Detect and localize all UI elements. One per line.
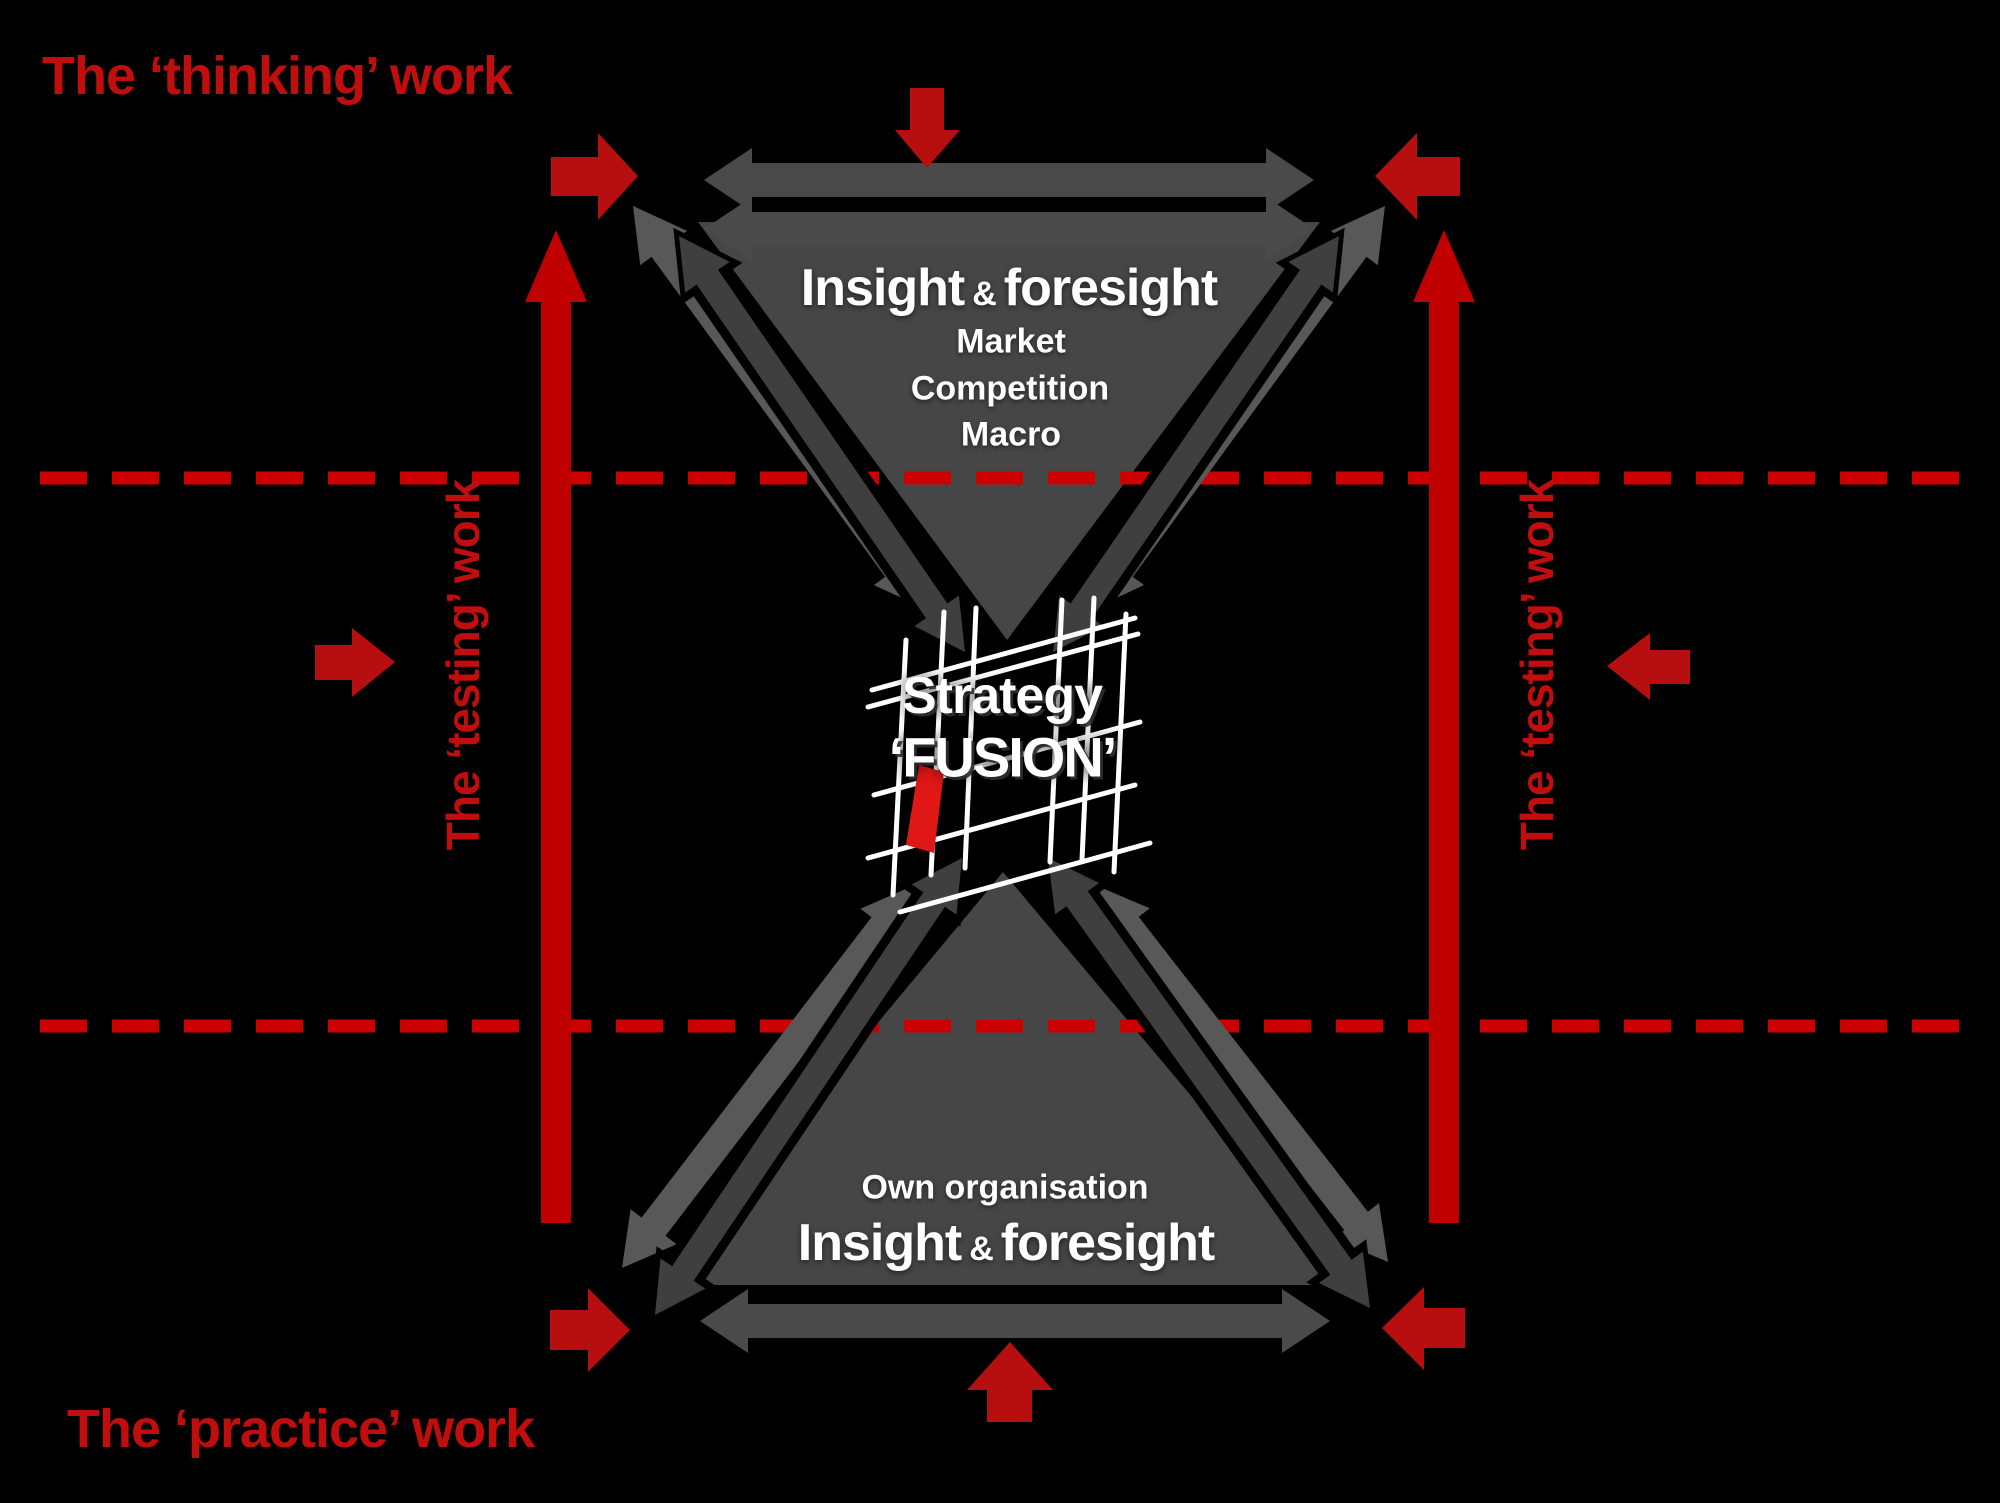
bottom-title-amp: & bbox=[969, 1230, 994, 1268]
bottom-title-word2: foresight bbox=[1000, 1214, 1215, 1272]
red-block-arrow-bottom-center-up bbox=[967, 1342, 1053, 1422]
fusion-map-red-block bbox=[906, 765, 944, 853]
top-triangle-item-macro: Macro bbox=[960, 415, 1062, 454]
red-block-arrow-bottom-left-right bbox=[550, 1288, 630, 1372]
center-label-strategy: Strategy bbox=[901, 667, 1103, 725]
red-block-arrow-mid-left-right bbox=[315, 628, 395, 697]
diagonal-double-arrows bbox=[622, 206, 1388, 1324]
top-title-amp: & bbox=[972, 275, 997, 313]
diag-arrow-top-left-inner bbox=[673, 227, 971, 661]
diag-arrow-top-right-inner bbox=[1047, 227, 1345, 661]
top-title-word1: Insight bbox=[800, 259, 965, 317]
label-testing-work-left: The ‘testing’ work bbox=[437, 479, 489, 851]
top-triangle bbox=[698, 222, 1320, 640]
double-arrow-top-outer bbox=[704, 148, 1314, 212]
red-block-arrow-top-center-down bbox=[895, 88, 960, 168]
gray-double-arrows bbox=[700, 148, 1330, 1353]
red-block-arrow-bottom-right-left bbox=[1382, 1287, 1465, 1370]
red-block-arrow-top-left-right bbox=[551, 133, 638, 220]
red-block-arrow-mid-right-left bbox=[1607, 633, 1690, 700]
diag-arrow-bottom-left-inner bbox=[649, 849, 968, 1324]
top-triangle-item-market: Market bbox=[956, 322, 1066, 361]
bottom-title-word1: Insight bbox=[797, 1214, 962, 1272]
top-title-word2: foresight bbox=[1003, 259, 1218, 317]
bottom-triangle-title: Insight&foresight bbox=[797, 1213, 1215, 1273]
top-triangle-title: Insight&foresight bbox=[800, 258, 1218, 318]
title-practice-work: The ‘practice’ work bbox=[67, 1399, 535, 1459]
double-arrow-top-inner bbox=[704, 197, 1314, 261]
top-triangle-item-competition: Competition bbox=[910, 369, 1110, 408]
label-testing-work-right: The ‘testing’ work bbox=[1511, 479, 1563, 851]
red-block-arrow-top-right-left bbox=[1375, 133, 1460, 220]
red-up-arrow-left bbox=[525, 230, 587, 1223]
red-up-arrow-right bbox=[1413, 230, 1475, 1223]
center-label-fusion: ‘FUSION’ bbox=[888, 725, 1118, 789]
diag-arrow-bottom-right-inner bbox=[1042, 849, 1376, 1317]
title-thinking-work: The ‘thinking’ work bbox=[42, 46, 513, 106]
bottom-triangle-subtitle: Own organisation bbox=[861, 1168, 1149, 1207]
bottom-triangle bbox=[660, 872, 1350, 1285]
double-arrow-bottom bbox=[700, 1289, 1330, 1353]
